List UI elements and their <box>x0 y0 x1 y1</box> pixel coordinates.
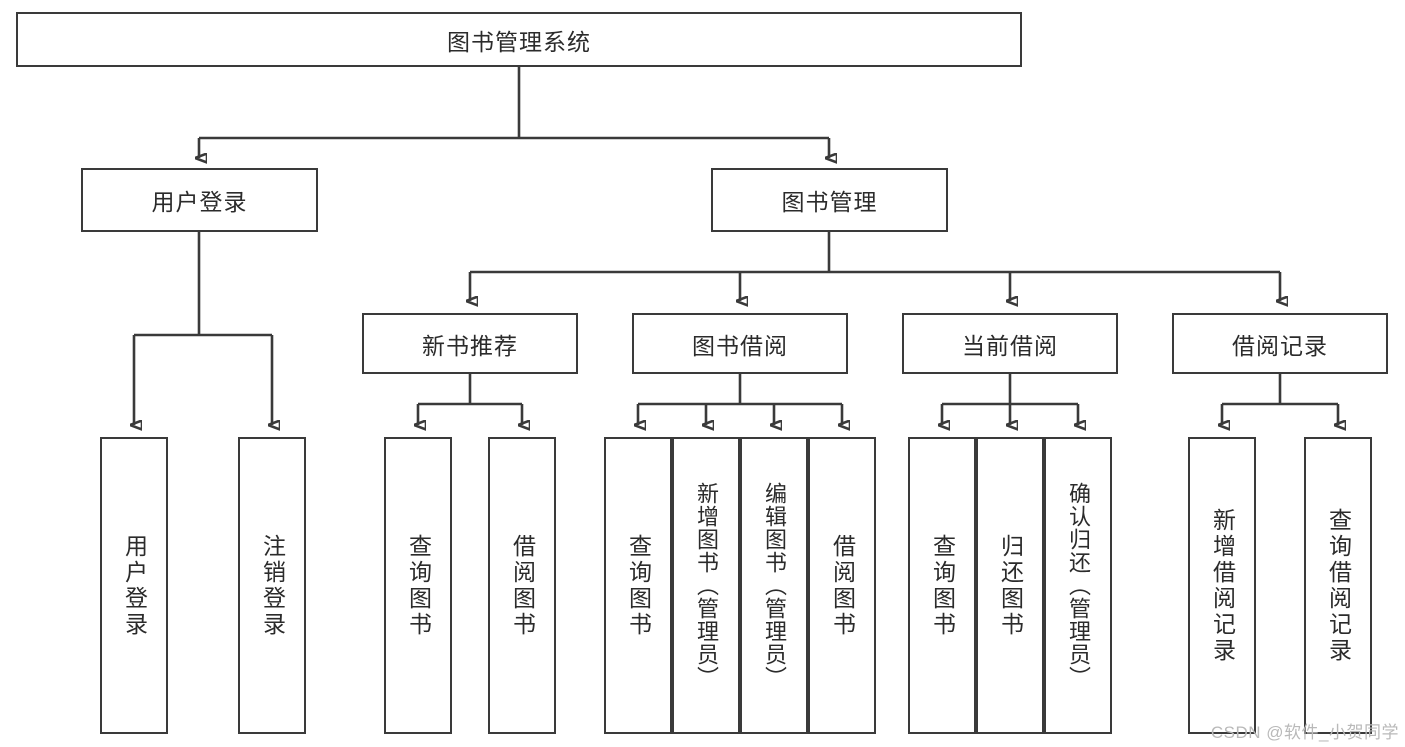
leaf-return-book[interactable]: 归还图书 <box>976 437 1044 734</box>
node-book-manage[interactable]: 图书管理 <box>711 168 948 232</box>
node-label: 新增借阅记录 <box>1209 507 1236 664</box>
leaf-borrow-book-1[interactable]: 借阅图书 <box>488 437 556 734</box>
node-label: 查询借阅记录 <box>1325 507 1352 664</box>
node-user-login[interactable]: 用户登录 <box>81 168 318 232</box>
leaf-borrow-book-2[interactable]: 借阅图书 <box>808 437 876 734</box>
node-label: 当前借阅 <box>962 332 1058 359</box>
node-label: 查询图书 <box>625 533 652 638</box>
leaf-user-login[interactable]: 用户登录 <box>100 437 168 734</box>
leaf-edit-book-admin[interactable]: 编辑图书（管理员） <box>740 437 808 734</box>
node-root-book-management-system[interactable]: 图书管理系统 <box>16 12 1022 67</box>
node-new-book-recommendation[interactable]: 新书推荐 <box>362 313 578 374</box>
node-label: 确认归还（管理员） <box>1066 482 1091 689</box>
leaf-query-book-1[interactable]: 查询图书 <box>384 437 452 734</box>
leaf-query-book-2[interactable]: 查询图书 <box>604 437 672 734</box>
node-label: 图书管理 <box>781 189 878 215</box>
node-label: 用户登录 <box>121 533 148 638</box>
leaf-logout[interactable]: 注销登录 <box>238 437 306 734</box>
node-label: 查询图书 <box>405 533 432 638</box>
node-current-borrow[interactable]: 当前借阅 <box>902 313 1118 374</box>
node-label: 借阅记录 <box>1232 332 1328 359</box>
leaf-query-book-3[interactable]: 查询图书 <box>908 437 976 734</box>
node-label: 归还图书 <box>997 533 1024 638</box>
node-label: 新书推荐 <box>422 332 518 359</box>
node-label: 借阅图书 <box>829 533 856 638</box>
leaf-add-book-admin[interactable]: 新增图书（管理员） <box>672 437 740 734</box>
node-borrow-record[interactable]: 借阅记录 <box>1172 313 1388 374</box>
leaf-query-borrow-record[interactable]: 查询借阅记录 <box>1304 437 1372 734</box>
leaf-add-borrow-record[interactable]: 新增借阅记录 <box>1188 437 1256 734</box>
leaf-confirm-return-admin[interactable]: 确认归还（管理员） <box>1044 437 1112 734</box>
node-label: 编辑图书（管理员） <box>762 482 787 689</box>
node-label: 新增图书（管理员） <box>694 482 719 689</box>
node-label: 借阅图书 <box>509 533 536 638</box>
node-label: 注销登录 <box>259 533 286 638</box>
node-label: 用户登录 <box>151 189 248 215</box>
node-label: 图书管理系统 <box>447 28 591 55</box>
node-book-borrow[interactable]: 图书借阅 <box>632 313 848 374</box>
node-label: 查询图书 <box>929 533 956 638</box>
node-label: 图书借阅 <box>692 332 788 359</box>
